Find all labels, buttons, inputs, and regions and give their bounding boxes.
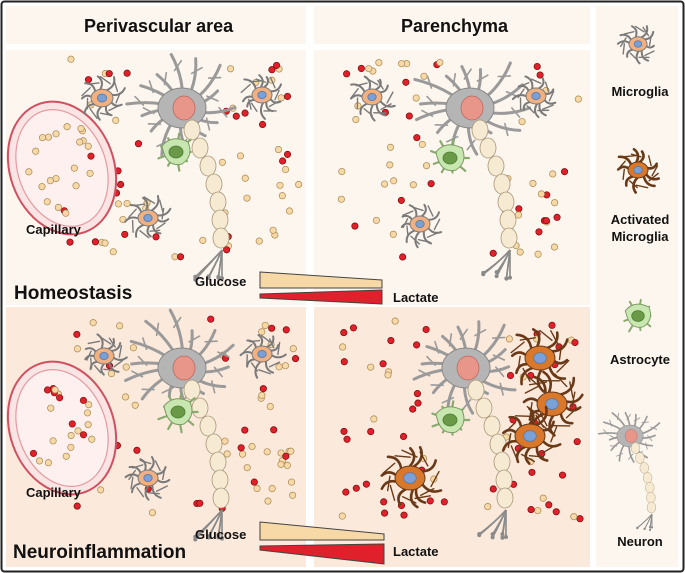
microglia-cell <box>511 75 557 119</box>
scene-perivascular-homeostasis <box>6 53 383 305</box>
astrocyte-cell <box>157 132 192 172</box>
metabolite-gradient-bottom <box>259 521 385 565</box>
microglia-cell <box>80 75 126 121</box>
activated-microglia-cell <box>522 370 584 437</box>
header-bg-parenchyma <box>314 6 590 44</box>
label-capillary-bottom: Capillary <box>26 485 81 500</box>
legend-label-astrocyte: Astrocyte <box>610 352 670 367</box>
legend-label-activated-microglia: Activated Microglia <box>610 212 670 244</box>
legend-label-neuron: Neuron <box>617 534 663 549</box>
astrocyte-cell <box>157 393 199 434</box>
microglia-icon <box>616 25 655 65</box>
microglia-cell <box>84 333 128 376</box>
label-capillary-top: Capillary <box>26 222 81 237</box>
neuron-cell <box>125 53 237 282</box>
activated-microglia-cell <box>510 328 570 393</box>
astrocyte-icon <box>623 298 652 333</box>
header-parenchyma: Parenchyma <box>401 16 509 36</box>
label-neuroinflammation: Neuroinflammation <box>13 542 187 563</box>
microglia-cell <box>124 194 172 239</box>
activated-microglia-cell <box>380 445 443 509</box>
microglia-cell <box>239 334 287 379</box>
astrocyte-cell <box>431 400 471 436</box>
header-perivascular: Perivascular area <box>84 16 234 36</box>
legend-panel <box>596 6 678 567</box>
activated-microglia-cell <box>501 405 562 465</box>
neuron-icon <box>597 411 661 532</box>
microglia-cell <box>400 203 443 249</box>
molecule-dots <box>337 58 582 261</box>
astrocyte-cell <box>429 138 471 174</box>
glucose-gradient-wedge <box>259 271 383 289</box>
neuron-cell <box>413 61 532 281</box>
scene-perivascular-neuroinflammation <box>6 308 385 565</box>
neuron-cell <box>124 308 235 542</box>
label-lactate-top: Lactate <box>393 290 439 305</box>
activated-microglia-icon <box>616 147 660 194</box>
lactate-gradient-wedge <box>259 543 385 565</box>
neuron-cell <box>412 320 517 540</box>
capillary-vessel <box>6 100 118 236</box>
header-bg-perivascular <box>6 6 306 44</box>
metabolite-gradient-top <box>259 271 383 305</box>
microglia-cell <box>349 75 396 122</box>
microglia-cell <box>124 456 171 501</box>
label-glucose-bottom: Glucose <box>195 527 247 542</box>
microglia-cell <box>240 74 282 120</box>
legend-label-microglia: Microglia <box>611 84 669 99</box>
label-homeostasis: Homeostasis <box>14 283 133 304</box>
scene-parenchyma-homeostasis <box>337 58 582 281</box>
lactate-gradient-wedge <box>259 289 383 305</box>
legend-icons <box>597 25 661 532</box>
glucose-gradient-wedge <box>259 521 385 541</box>
scene-parenchyma-neuroinflammation <box>338 317 584 540</box>
label-lactate-bottom: Lactate <box>393 544 439 559</box>
capillary-vessel <box>6 360 118 496</box>
label-glucose-top: Glucose <box>195 274 247 289</box>
